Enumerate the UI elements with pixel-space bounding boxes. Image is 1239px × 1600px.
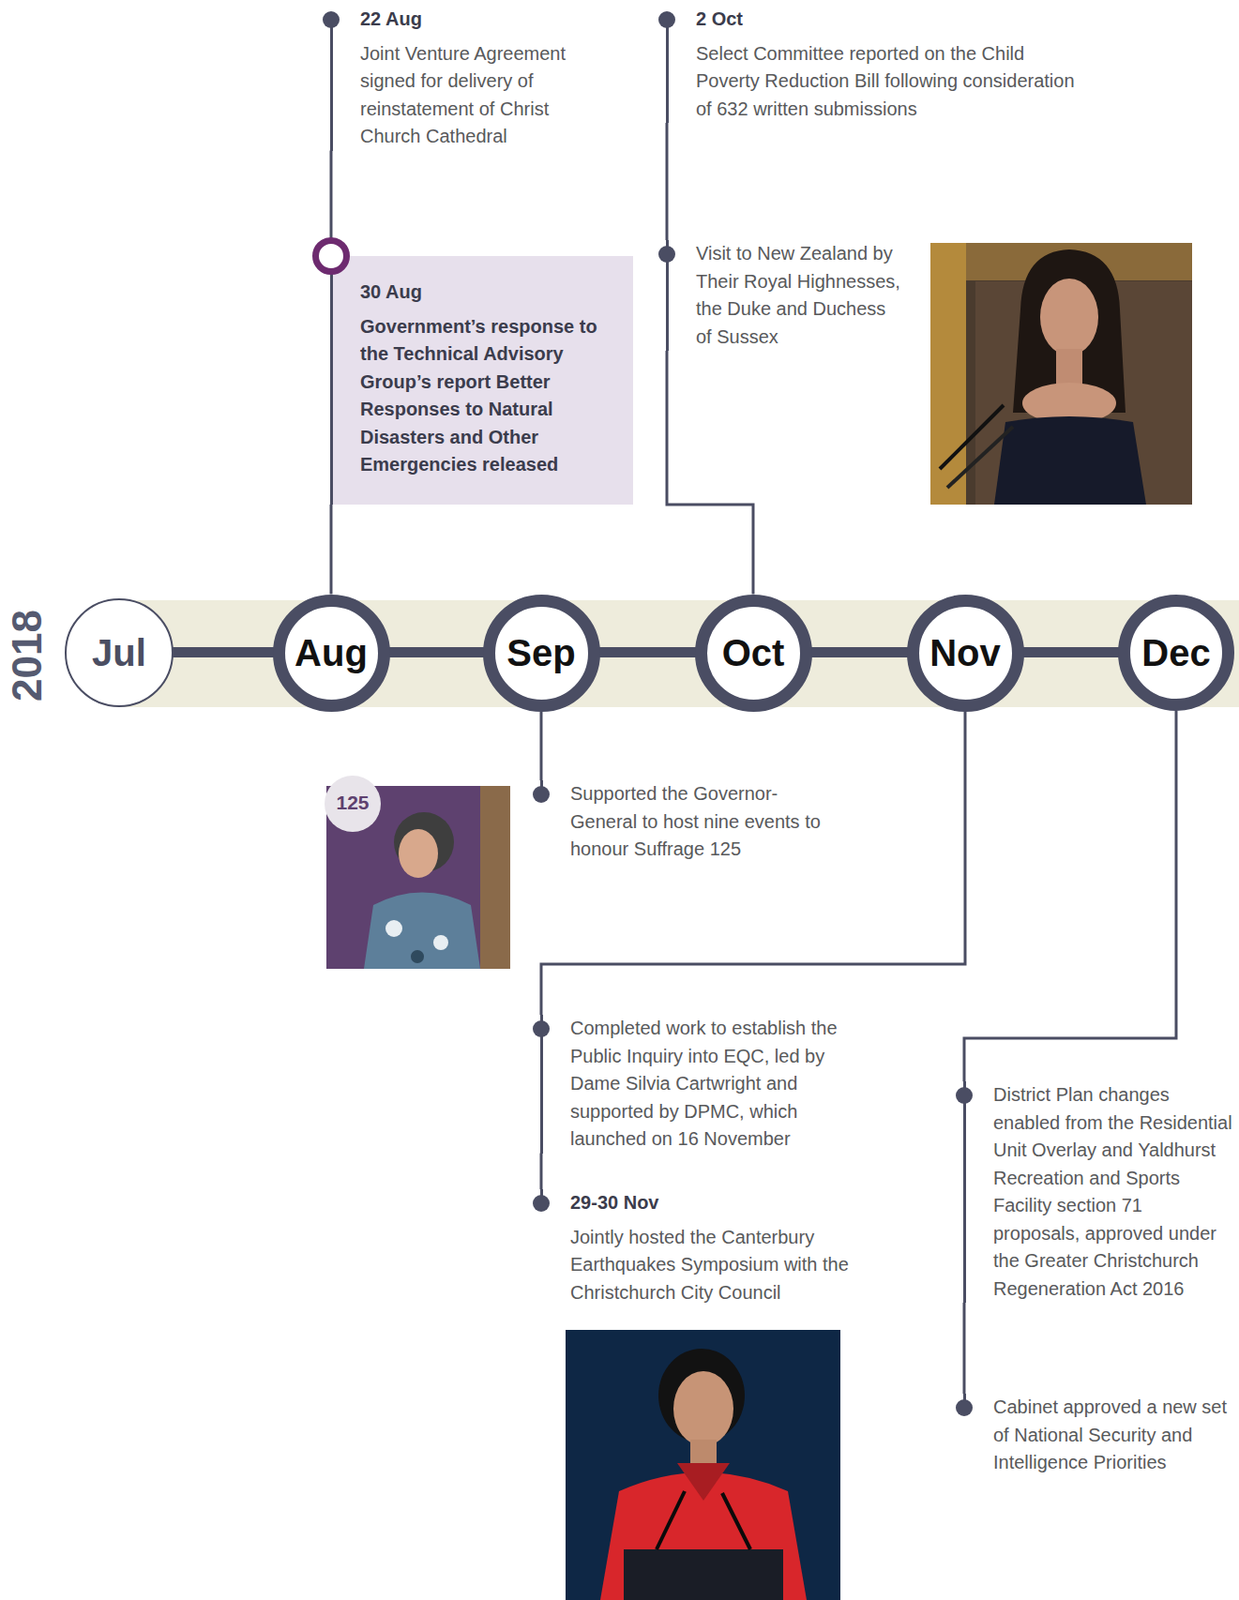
timeline-stem [665,19,669,123]
jacket-pattern [385,920,403,937]
microphone [656,1491,685,1550]
event-date: 22 Aug [360,5,614,34]
podium [623,1549,784,1600]
timeline-connector [330,504,333,595]
month-circle: Oct [695,594,813,712]
month-circle: Jul [64,598,174,708]
timeline-connector [540,711,544,782]
event-item: Completed work to establish the Public I… [531,1014,862,1154]
badge-circle [324,775,381,832]
event-item: Visit to New Zealand by Their Royal High… [657,240,903,351]
microphone [722,1493,751,1550]
timeline-dot [532,1194,550,1212]
badge-number: 125 [329,792,377,813]
timeline-stem [330,19,333,152]
jacket-pattern [410,950,424,964]
timeline-dot [658,245,676,263]
year-label: 2018 [6,609,48,702]
dress [994,416,1147,505]
month-label: Sep [506,634,575,672]
highlight-ring [312,237,350,275]
timeline-connector [541,711,966,1016]
timeline-connector [540,1153,544,1191]
photo-background [930,242,1193,505]
event-text: Supported the Governor-General to host n… [570,780,843,864]
timeline-dot [532,1020,550,1038]
timeline-dot [658,11,676,29]
jacket [363,892,481,970]
event-text: Jointly hosted the Canterbury Earthquake… [570,1223,852,1308]
event-item: District Plan changes enabled from the R… [954,1081,1233,1303]
highlight-box: 30 AugGovernment’s response to the Techn… [331,256,634,505]
timeline-stem [963,1095,967,1303]
timeline-connector [665,122,669,241]
event-date: 30 Aug [360,278,620,307]
event-text: Joint Venture Agreement signed for deliv… [360,40,614,152]
door [480,785,511,969]
event-item: 22 AugJoint Venture Agreement signed for… [321,5,614,152]
timeline-dot [955,1087,973,1104]
timeline-dot [322,11,340,29]
timeline-connector [964,710,1177,1082]
event-text: Select Committee reported on the Child P… [695,40,1090,124]
event-item: Supported the Governor-General to host n… [531,780,843,864]
event-text: Government’s response to the Technical A… [360,313,620,480]
event-text: District Plan changes enabled from the R… [993,1081,1233,1303]
month-circle: Aug [272,594,391,712]
event-text: Completed work to establish the Public I… [570,1014,862,1154]
microphone [947,426,1013,488]
month-circle: Nov [906,594,1025,712]
face [1040,278,1099,356]
event-item: 29-30 NovJointly hosted the Canterbury E… [531,1189,852,1307]
timeline-stem [330,256,333,505]
event-date: 29-30 Nov [570,1189,852,1218]
photo-background [565,1329,841,1600]
month-label: Dec [1141,634,1210,672]
timeline-dot [955,1399,973,1417]
microphone [939,405,1004,469]
timeline-dot [532,785,550,803]
picture-frame [930,242,967,505]
timeline-connector [666,350,754,595]
month-label: Jul [91,634,147,672]
event-item: 2 OctSelect Committee reported on the Ch… [657,5,1090,123]
month-label: Nov [929,634,1001,672]
neck [1056,348,1083,387]
timeline-stem [665,254,669,351]
month-circle: Dec [1118,594,1235,711]
jacket-pattern [433,935,449,951]
event-item: Cabinet approved a new set of National S… [954,1393,1233,1478]
month-label: Oct [722,634,786,672]
face [673,1371,734,1447]
event-text: Cabinet approved a new set of National S… [993,1393,1233,1478]
month-circle: Sep [483,594,601,712]
event-text: Visit to New Zealand by Their Royal High… [695,240,903,351]
month-label: Aug [294,634,368,672]
event-date: 2 Oct [695,5,1090,34]
timeline-stem [540,1028,544,1154]
timeline-connector [963,1302,967,1394]
face [398,829,439,878]
